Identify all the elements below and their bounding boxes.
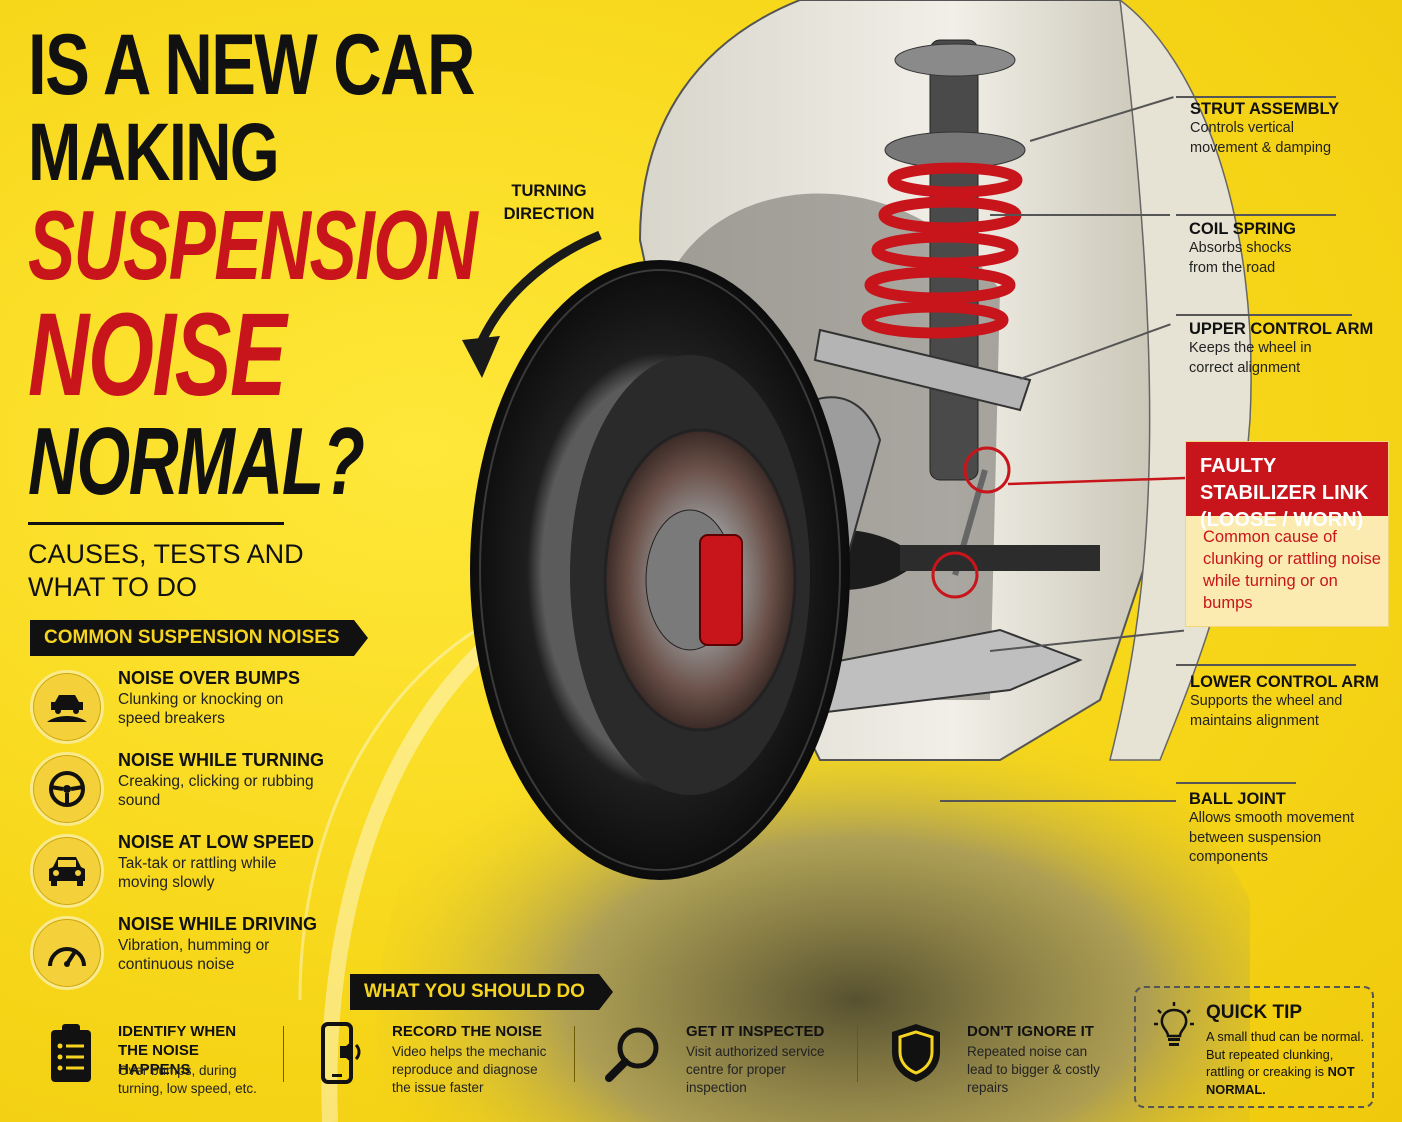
faulty-stabilizer-title: FAULTY STABILIZER LINK (LOOSE / WORN) xyxy=(1186,442,1388,531)
quick-tip-emphasis: NOT NORMAL. xyxy=(1206,1064,1355,1097)
subtitle: CAUSES, TESTS AND WHAT TO DO xyxy=(28,539,304,602)
quick-tip-box: QUICK TIP A small thud can be normal. Bu… xyxy=(1134,986,1374,1108)
callout-desc: Supports the wheel and maintains alignme… xyxy=(1190,693,1343,729)
lightbulb-icon xyxy=(1154,1002,1194,1053)
tip-desc: Visit authorized service centre for prop… xyxy=(686,1044,825,1095)
strut-header-rule xyxy=(1176,96,1336,98)
noise-desc: Creaking, clicking or rubbing sound xyxy=(118,773,314,809)
turning-direction-label: TURNING DIRECTION xyxy=(503,182,595,223)
callout-title: LOWER CONTROL ARM xyxy=(1190,673,1379,691)
tip-desc: Over bumps, during turning, low speed, e… xyxy=(118,1063,257,1096)
title-line-1: IS A NEW CAR xyxy=(28,17,475,113)
tip-desc: Repeated noise can lead to bigger & cost… xyxy=(967,1044,1100,1095)
tip-divider xyxy=(857,1026,858,1082)
what-to-do-label: WHAT YOU SHOULD DO xyxy=(350,974,613,1010)
title-line-3-highlight: SUSPENSION xyxy=(28,190,478,300)
coil-header-rule xyxy=(1176,214,1336,216)
quick-tip-text: A small thud can be normal. But repeated… xyxy=(1206,1029,1364,1079)
noise-desc: Tak-tak or rattling while moving slowly xyxy=(118,855,277,891)
clipboard-checklist-icon xyxy=(48,1022,98,1086)
tip-title: RECORD THE NOISE xyxy=(392,1023,543,1040)
tip-title: IDENTIFY WHEN THE NOISE HAPPENS xyxy=(118,1023,237,1078)
lower-arm-header-rule xyxy=(1176,664,1356,666)
noise-title: NOISE WHILE TURNING xyxy=(118,750,324,770)
title-divider xyxy=(28,522,284,525)
quick-tip-desc: A small thud can be normal. But repeated… xyxy=(1206,1028,1368,1098)
tip-title: GET IT INSPECTED xyxy=(686,1023,825,1040)
callout-title: UPPER CONTROL ARM xyxy=(1189,320,1374,338)
callout-strut-assembly: STRUT ASSEMBLY Controls vertical movemen… xyxy=(1190,100,1350,158)
magnifier-icon xyxy=(604,1022,659,1086)
car-on-bump-icon xyxy=(30,670,104,744)
title-line-5: NORMAL? xyxy=(28,408,365,515)
tip-desc: Video helps the mechanic reproduce and d… xyxy=(392,1044,547,1095)
callout-lower-control-arm: LOWER CONTROL ARM Supports the wheel and… xyxy=(1190,673,1379,731)
tip-divider xyxy=(283,1026,284,1082)
callout-upper-control-arm: UPPER CONTROL ARM Keeps the wheel in cor… xyxy=(1189,320,1373,378)
title-line-4-highlight: NOISE xyxy=(28,289,287,421)
noise-item-turning: NOISE WHILE TURNING Creaking, clicking o… xyxy=(30,750,330,826)
tip-title: DON'T IGNORE IT xyxy=(967,1023,1094,1040)
noise-title: NOISE WHILE DRIVING xyxy=(118,914,318,934)
title-line-2: MAKING xyxy=(28,107,280,198)
faulty-stabilizer-callout: FAULTY STABILIZER LINK (LOOSE / WORN) Co… xyxy=(1186,442,1388,626)
noise-desc: Vibration, humming or continuous noise xyxy=(118,937,270,973)
noise-title: NOISE AT LOW SPEED xyxy=(118,832,315,852)
callout-desc: Keeps the wheel in correct alignment xyxy=(1189,340,1312,376)
common-noises-label: COMMON SUSPENSION NOISES xyxy=(30,620,368,656)
ball-joint-leader-line xyxy=(940,800,1176,802)
steering-wheel-icon xyxy=(30,752,104,826)
callout-desc: Absorbs shocks from the road xyxy=(1189,240,1292,276)
callout-desc: Allows smooth movement between suspensio… xyxy=(1189,810,1355,865)
noise-item-driving: NOISE WHILE DRIVING Vibration, humming o… xyxy=(30,914,330,990)
noise-desc: Clunking or knocking on speed breakers xyxy=(118,691,284,727)
callout-title: COIL SPRING xyxy=(1189,220,1296,238)
noise-item-low-speed: NOISE AT LOW SPEED Tak-tak or rattling w… xyxy=(30,832,330,908)
tip-divider xyxy=(574,1026,575,1082)
upper-arm-header-rule xyxy=(1176,314,1352,316)
faulty-stabilizer-desc: Common cause of clunking or rattling noi… xyxy=(1203,528,1381,612)
quick-tip-title: QUICK TIP xyxy=(1206,1002,1303,1023)
smartphone-sound-icon xyxy=(320,1022,370,1086)
noise-title: NOISE OVER BUMPS xyxy=(118,668,301,688)
noise-item-bumps: NOISE OVER BUMPS Clunking or knocking on… xyxy=(30,668,330,744)
callout-title: BALL JOINT xyxy=(1189,790,1286,808)
speedometer-icon xyxy=(30,916,104,990)
callout-ball-joint: BALL JOINT Allows smooth movement betwee… xyxy=(1189,790,1364,868)
shield-icon xyxy=(888,1022,940,1086)
car-front-icon xyxy=(30,834,104,908)
ball-joint-header-rule xyxy=(1176,782,1296,784)
callout-title: STRUT ASSEMBLY xyxy=(1190,100,1340,118)
callout-coil-spring: COIL SPRING Absorbs shocks from the road xyxy=(1189,220,1299,278)
coil-leader-line xyxy=(990,214,1170,216)
callout-desc: Controls vertical movement & damping xyxy=(1190,120,1332,156)
